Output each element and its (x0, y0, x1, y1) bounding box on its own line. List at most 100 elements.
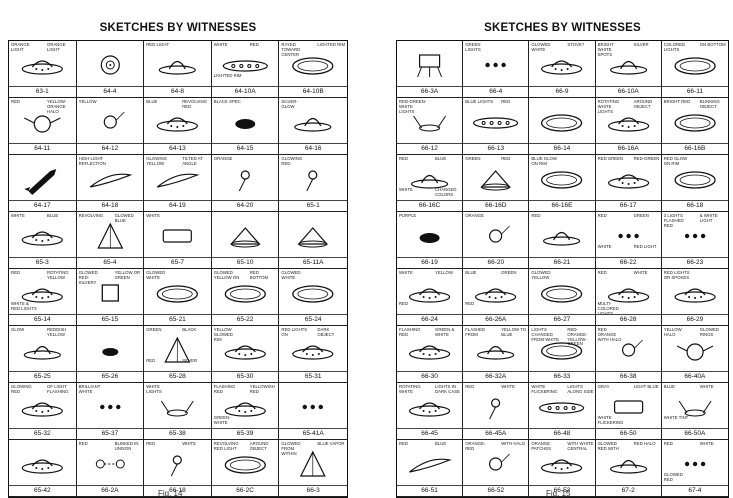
sketch-annotation: BLUE (465, 270, 477, 275)
sketch-annotation: BLUE LIGHTS (465, 99, 494, 104)
sketch-case-number: 65-22 (211, 314, 279, 325)
sketch-annotation: GLOWED WHITE (146, 270, 166, 280)
sketch-case-number: 66-51 (397, 485, 463, 496)
sketch-annotation: GREEN (501, 270, 517, 275)
sketch-annotation: STOVE? (567, 42, 585, 47)
sketch-case-number: 66-52 (463, 485, 529, 496)
sketch-annotation: ORANGE LIGHT (47, 42, 66, 52)
sketch-annotation: YELLOWISH RED (249, 384, 275, 394)
sketch-annotation: RED LIGHTS ON (281, 327, 308, 337)
sketch-drawing (144, 98, 211, 146)
sketch-annotation: LIGHTS CHANGED FROM WHITE (531, 327, 560, 342)
sketch-drawing (529, 326, 594, 374)
sketch-drawing (9, 383, 76, 431)
sketch-drawing (9, 440, 76, 488)
sketch-drawing (463, 383, 528, 431)
sketch-drawing (212, 326, 279, 374)
sketch-drawing (463, 212, 528, 260)
sketch-annotation: BLUE GLOW ON RIM (531, 156, 557, 166)
sketch-annotation: BLUE (435, 441, 447, 446)
sketch-drawing (279, 98, 347, 146)
sketch-case-number: 66-30 (397, 371, 463, 382)
sketch-annotation: WHITE LIGHTS (146, 384, 162, 394)
sketch-annotation: RED (597, 270, 607, 275)
sketch-annotation: ROTATING YELLOW (47, 270, 69, 280)
sketch-case-number: 65-15 (76, 314, 144, 325)
sketch-case-number: 65-7 (144, 257, 211, 268)
sketch-annotation: YELLOW (78, 99, 97, 104)
sketch-case-number: 65-11A (279, 257, 347, 268)
sketch-case-number: 64-13 (144, 143, 211, 154)
sketch-cell: 65-41A (279, 383, 347, 440)
sketch-annotation: WHITE (399, 270, 413, 275)
sketch-annotation: RED (501, 156, 511, 161)
sketch-case-number: 64-10B (279, 86, 347, 97)
sketch-annotation: REVOLVING RED (182, 99, 207, 109)
sketch-case-number: 64-16 (279, 143, 347, 154)
sketch-annotation: RED GREEN (597, 156, 624, 161)
sketch-drawing (144, 212, 211, 260)
sketch-drawing (596, 155, 661, 203)
sketch-case-number: 66-16C (397, 200, 463, 211)
sketch-case-number: 67-4 (661, 485, 728, 496)
sketch-case-number: 64-8 (144, 86, 211, 97)
sketch-annotation: GLOWED YELLOW ON (213, 270, 240, 280)
sketch-annotation: BLINKED IN UNISON (114, 441, 139, 451)
sketch-drawing (212, 155, 279, 203)
sketch-case-number: 66-48 (529, 428, 595, 439)
page-title: SKETCHES BY WITNESSES (99, 22, 257, 34)
sketch-annotation: BLUE (663, 384, 676, 389)
sketch-case-number: 66-22 (595, 257, 661, 268)
sketch-drawing (77, 212, 144, 260)
sketch-annotation: GLOWING RED (281, 156, 303, 166)
sketch-drawing (596, 326, 661, 374)
sketch-drawing (397, 155, 462, 203)
sketch-drawing (596, 440, 661, 488)
sketch-drawing (596, 41, 661, 89)
sketch-drawing (662, 98, 728, 146)
sketch-case-number: 65-37 (76, 428, 144, 439)
sketch-drawing (529, 212, 594, 260)
sketch-case-number: 66-2C (211, 485, 279, 496)
sketch-annotation: GLOWED FROM WITHIN (281, 441, 301, 456)
sketch-case-number: 66-21 (529, 257, 595, 268)
sketch-annotation: WHITE (597, 244, 612, 249)
sketch-annotation: RED (597, 213, 607, 218)
sketch-annotation: BLUE (146, 99, 158, 104)
sketch-case-number: 66-24 (397, 314, 463, 325)
sketch-drawing (212, 212, 279, 260)
sketch-annotation: YELLOW OR GREEN (114, 270, 141, 280)
sketch-case-number: 66-50A (661, 428, 728, 439)
sketch-annotation: 3 LIGHTS FLASHED RED (663, 213, 684, 228)
sketch-drawing (144, 155, 211, 203)
sketch-case-number: 66-10A (595, 86, 661, 97)
sketch-annotation: LIGHTS IN DARK CASE (435, 384, 460, 394)
sketch-drawing (279, 269, 347, 317)
sketch-case-number: 66-27 (529, 314, 595, 325)
sketch-drawing (463, 269, 528, 317)
sketch-case-number: 65-21 (144, 314, 211, 325)
sketch-case-number: 66-12 (397, 143, 463, 154)
